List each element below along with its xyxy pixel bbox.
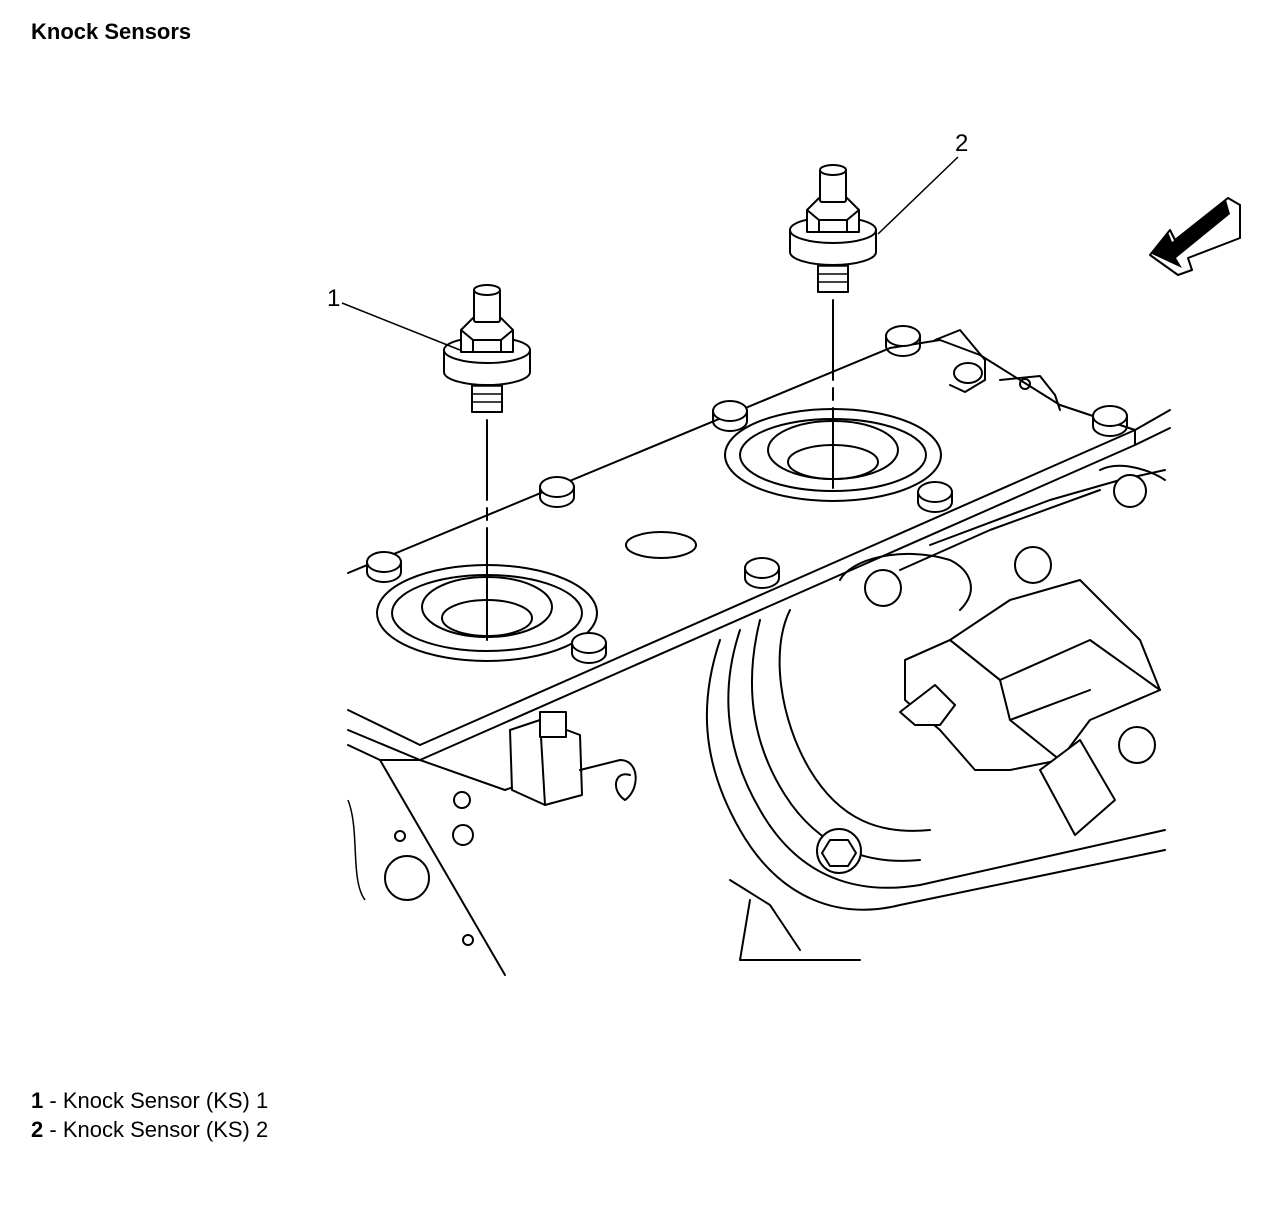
legend-item: 2 - Knock Sensor (KS) 2 [31, 1115, 268, 1144]
oil-port [625, 531, 697, 559]
legend-number: 2 [31, 1117, 44, 1142]
bolt-head-icon [366, 325, 1128, 664]
legend-text: Knock Sensor (KS) 2 [62, 1117, 269, 1142]
callout-2-leader [877, 156, 959, 235]
legend-text: Knock Sensor (KS) 1 [62, 1088, 269, 1113]
callout-2: 2 [955, 130, 968, 157]
legend-item: 1 - Knock Sensor (KS) 1 [31, 1086, 268, 1115]
engine-front-cover [705, 464, 1166, 961]
legend-number: 1 [31, 1088, 44, 1113]
callout-1-leader [341, 302, 461, 351]
front-view-arrow-icon [1149, 197, 1241, 276]
stud-bracket [509, 711, 637, 806]
legend-separator: - [43, 1117, 63, 1142]
knock-sensor-icon [789, 164, 877, 489]
legend: 1 - Knock Sensor (KS) 1 2 - Knock Sensor… [31, 1086, 268, 1144]
knock-sensor-icon [443, 284, 531, 641]
callout-1: 1 [327, 285, 340, 312]
page-title: Knock Sensors [31, 19, 192, 44]
legend-separator: - [43, 1088, 63, 1113]
bracket [934, 329, 1061, 411]
